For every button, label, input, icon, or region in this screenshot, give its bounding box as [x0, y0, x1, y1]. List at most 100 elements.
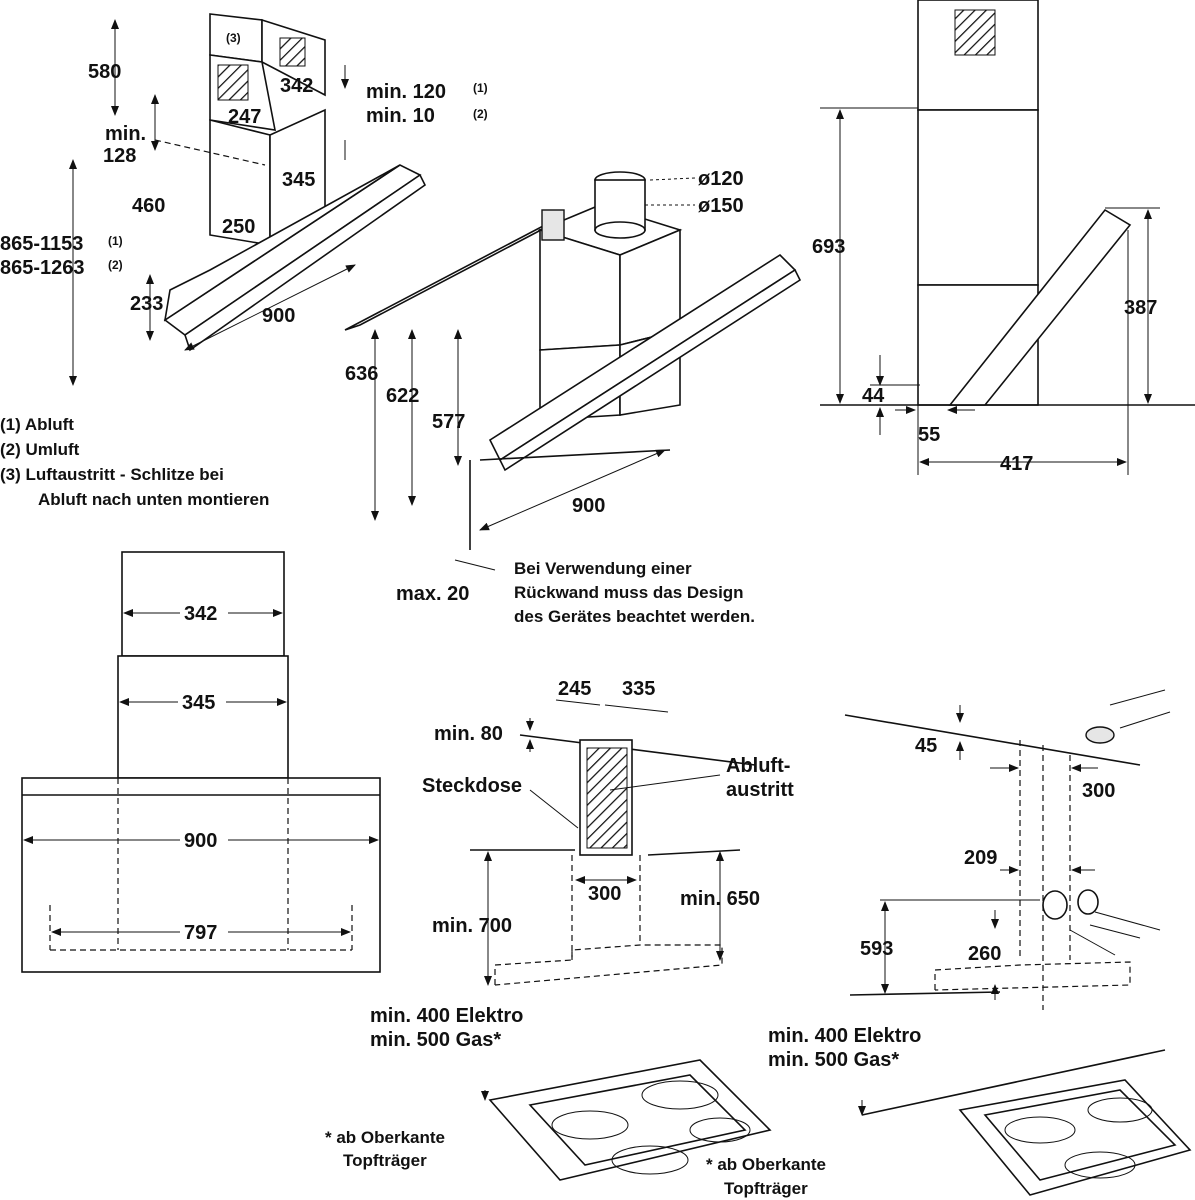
- side-vent-slots: [954, 9, 996, 56]
- ceiling-label-300: 300: [1082, 780, 1115, 802]
- ceiling-ref-line: [849, 991, 1001, 996]
- wall-top-line: [519, 734, 756, 766]
- wall-burner-1: [551, 1110, 629, 1140]
- iso-label-min10: min. 10: [366, 105, 435, 127]
- wall-label-gas: min. 500 Gas*: [370, 1029, 501, 1051]
- iso-label-min120-sup: (1): [473, 81, 488, 95]
- iso-label-580: 580: [88, 61, 121, 83]
- front-label-345: 345: [182, 692, 215, 714]
- ceiling-label-gas: min. 500 Gas*: [768, 1049, 899, 1071]
- iso-label-min: min.: [105, 123, 146, 145]
- install-note-2: Rückwand muss das Design: [514, 583, 744, 602]
- install-duct-ring-bottom: [594, 221, 646, 239]
- install-label-577: 577: [432, 411, 465, 433]
- iso-label-460: 460: [132, 195, 165, 217]
- wall-dim-335-line: [604, 704, 669, 713]
- wall-leader-steckdose: [529, 789, 579, 829]
- legend-abluft: (1) Abluft: [0, 415, 74, 434]
- iso-label-345: 345: [282, 169, 315, 191]
- ceiling-outlet-2: [1077, 889, 1099, 915]
- iso-label-342: 342: [280, 75, 313, 97]
- ceiling-label-260: 260: [968, 943, 1001, 965]
- wall-label-elektro: min. 400 Elektro: [370, 1005, 523, 1027]
- iso-label-height2: 865-1263: [0, 257, 85, 279]
- iso-label-height2-sup: (2): [108, 258, 123, 272]
- side-chimney-lower: [917, 109, 1039, 286]
- side-label-44: 44: [862, 385, 885, 407]
- front-chimney-lower: [117, 655, 289, 779]
- wall-hood-outline: [494, 944, 723, 986]
- install-view: ø120 ø150 636 622 577 900 max. 20 Bei Ve…: [344, 168, 802, 626]
- ceiling-label-593: 593: [860, 938, 893, 960]
- front-label-797: 797: [184, 922, 217, 944]
- iso-label-note3: (3): [226, 31, 241, 45]
- wall-leader-abluft: [609, 774, 721, 791]
- wall-label-245: 245: [558, 678, 591, 700]
- front-view: 342 345 900 797: [21, 551, 381, 973]
- side-label-417: 417: [1000, 453, 1033, 475]
- wall-label-min650: min. 650: [680, 888, 760, 910]
- legend-luftaustritt: (3) Luftaustritt - Schlitze bei: [0, 465, 224, 484]
- front-label-bg-345: [178, 688, 226, 712]
- front-label-bg-797: [180, 918, 228, 942]
- wall-label-steckdose: Steckdose: [422, 775, 522, 797]
- legend-luftaustritt-2: Abluft nach unten montieren: [38, 490, 269, 509]
- install-rail: [344, 219, 561, 331]
- ceiling-foot-note-2: Topfträger: [724, 1179, 808, 1198]
- ceiling-label-45: 45: [915, 735, 937, 757]
- install-dim-max20-line: [454, 559, 496, 571]
- install-label-max20: max. 20: [396, 583, 469, 605]
- iso-view: 580 (3) 342 247 min. 120 (1) min. 10 (2)…: [0, 13, 488, 386]
- wall-label-335: 335: [622, 678, 655, 700]
- wall-ext-650: [647, 849, 741, 856]
- wall-burner-2: [641, 1080, 719, 1110]
- iso-label-height1: 865-1153: [0, 233, 83, 255]
- iso-vent-slots-side: [279, 37, 306, 67]
- wall-label-abluft-2: austritt: [726, 779, 794, 801]
- front-label-bg-900: [180, 826, 228, 850]
- ceiling-arrow-4: [1089, 924, 1141, 939]
- iso-dash-line: [154, 139, 266, 166]
- iso-label-height1-sup: (1): [108, 234, 123, 248]
- ceiling-arrow-2: [1119, 711, 1171, 729]
- install-dim-900-line: [479, 449, 666, 531]
- install-label-d120: ø120: [698, 168, 744, 190]
- side-label-387: 387: [1124, 297, 1157, 319]
- iso-label-128: 128: [103, 145, 136, 167]
- front-label-bg-342: [180, 598, 228, 622]
- wall-label-min700: min. 700: [432, 915, 512, 937]
- iso-label-min10-sup: (2): [473, 107, 488, 121]
- ceiling-label-209: 209: [964, 847, 997, 869]
- wall-view: 245 335 min. 80 Steckdose Abluft- austri…: [325, 678, 794, 1181]
- iso-label-900: 900: [262, 305, 295, 327]
- iso-label-233: 233: [130, 293, 163, 315]
- wall-label-300: 300: [588, 883, 621, 905]
- iso-vent-slots: [217, 64, 249, 101]
- wall-label-min80: min. 80: [434, 723, 503, 745]
- side-label-55: 55: [918, 424, 940, 446]
- ceiling-view: 45 300 209 593 260 min. 400 Elektro min.…: [706, 689, 1192, 1198]
- install-bracket: [541, 209, 565, 241]
- ceiling-label-elektro: min. 400 Elektro: [768, 1025, 921, 1047]
- ceiling-burner-1: [1004, 1116, 1076, 1144]
- ceiling-arrow-5: [1069, 929, 1116, 956]
- install-label-900: 900: [572, 495, 605, 517]
- wall-foot-note-2: Topfträger: [343, 1151, 427, 1170]
- iso-label-min120: min. 120: [366, 81, 446, 103]
- install-note-3: des Gerätes beachtet werden.: [514, 607, 755, 626]
- ceiling-burner-3: [1064, 1151, 1136, 1179]
- front-label-900: 900: [184, 830, 217, 852]
- wall-cooktop-inner: [528, 1074, 747, 1166]
- iso-dim-900-line: [184, 264, 356, 351]
- iso-label-247: 247: [228, 106, 261, 128]
- side-label-693: 693: [812, 236, 845, 258]
- ceiling-cooktop-inner: [983, 1089, 1177, 1181]
- ceiling-hood-outline: [934, 961, 1131, 991]
- ceiling-duct: [1085, 726, 1115, 744]
- ceiling-arrow-3: [1094, 911, 1161, 931]
- install-leader-120: [649, 177, 696, 181]
- ceiling-top-line: [844, 714, 1141, 766]
- install-label-636: 636: [345, 363, 378, 385]
